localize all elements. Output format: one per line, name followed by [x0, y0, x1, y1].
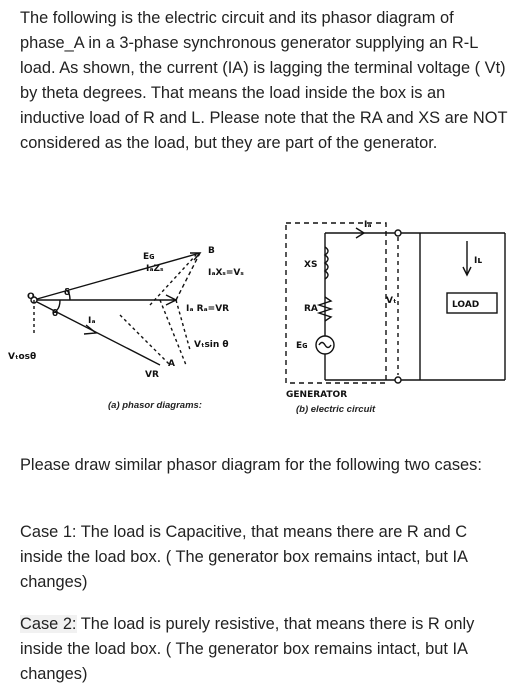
- label-vtsin: Vₜsin θ: [194, 340, 229, 350]
- phasor-labels: O Eɢ B IₐZₛ IₐXₛ=Vₛ Iₐ Rₐ=VR δ θ Iₐ Vₜos…: [8, 246, 244, 411]
- intro-paragraph: The following is the electric circuit an…: [20, 9, 508, 152]
- label-a: A: [168, 359, 175, 369]
- load-label: LOAD: [452, 300, 479, 310]
- label-eg: Eɢ: [143, 252, 155, 262]
- label-theta: θ: [52, 309, 58, 319]
- case2-label: Case 2:: [20, 615, 77, 633]
- phasor-diagram: [30, 252, 202, 366]
- label-b: B: [208, 246, 215, 256]
- circuit-label-vt: Vₜ: [386, 296, 396, 306]
- label-vr: VR: [145, 370, 159, 380]
- label-delta: δ: [64, 288, 70, 298]
- circuit-caption: (b) electric circuit: [296, 404, 376, 415]
- phasor-caption: (a) phasor diagrams:: [108, 400, 202, 411]
- label-vtcos: Vₜosθ: [8, 352, 36, 362]
- label-iazs: IₐZₛ: [146, 264, 164, 274]
- circuit-label-ra: RA: [304, 304, 318, 314]
- circuit-label-ia: Iₐ: [364, 220, 371, 230]
- label-iara: Iₐ Rₐ=VR: [186, 304, 229, 314]
- circuit-diagram: [285, 222, 506, 384]
- case2-paragraph: Case 2: The load is purely resistive, th…: [20, 612, 510, 687]
- label-o: O: [27, 292, 35, 302]
- circuit-labels: Iₐ XS RA Eɢ Vₜ Iʟ LOAD GENERATOR (b) ele…: [286, 220, 482, 415]
- circuit-label-xs: XS: [304, 260, 317, 270]
- label-ia: Iₐ: [88, 316, 95, 326]
- case1-paragraph: Case 1: The load is Capacitive, that mea…: [20, 523, 468, 591]
- generator-label: GENERATOR: [286, 390, 347, 400]
- label-iaxs: IₐXₛ=Vₛ: [208, 268, 244, 278]
- circuit-figure: O Eɢ B IₐZₛ IₐXₛ=Vₛ Iₐ Rₐ=VR δ θ Iₐ Vₜos…: [8, 220, 506, 415]
- case2-body: The load is purely resistive, that means…: [20, 615, 475, 683]
- circuit-label-il: Iʟ: [474, 256, 482, 266]
- prompt-paragraph: Please draw similar phasor diagram for t…: [20, 456, 482, 474]
- circuit-label-eg: Eɢ: [296, 341, 308, 351]
